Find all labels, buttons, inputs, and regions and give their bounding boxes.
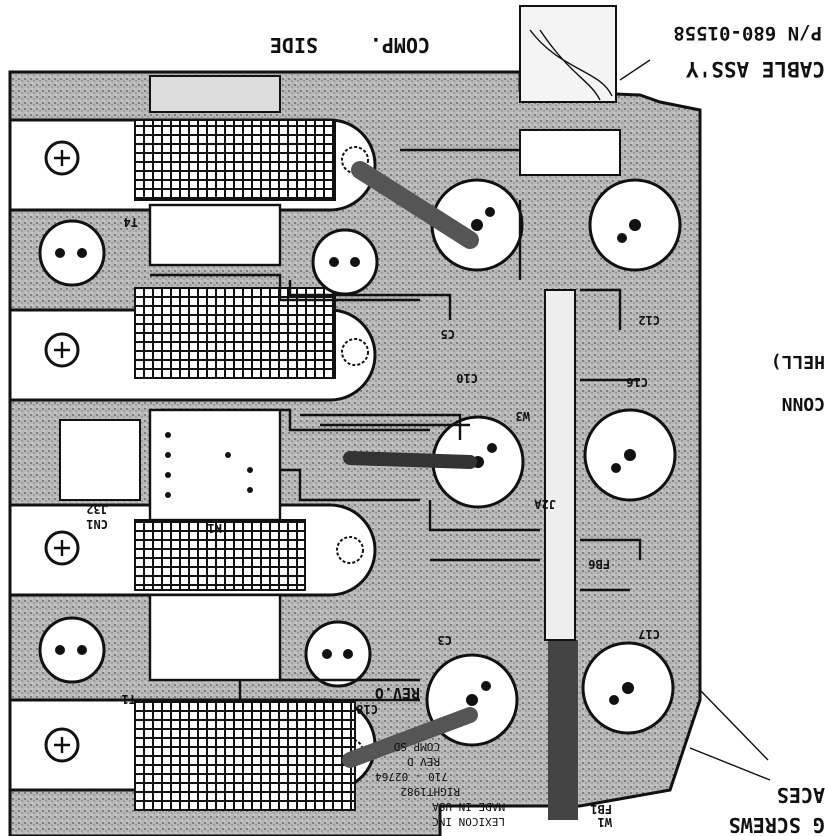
t1-label: T1 — [122, 692, 136, 706]
screws-label: G SCREWS — [729, 813, 825, 836]
comp-label: COMP. — [370, 33, 430, 57]
rev-code-mark: REV D — [407, 755, 440, 768]
header-labels: COMP. SIDE CABLE ASS'Y P/N 680-01558 — [270, 22, 825, 81]
copyright-mark: RIGHT1982 — [400, 785, 460, 798]
right-callouts: HELL) CONN G SCREWS ACES — [729, 351, 825, 836]
j32-label: J32 — [86, 502, 108, 516]
c17-label: C17 — [638, 627, 660, 641]
traces-label: ACES — [777, 783, 825, 807]
lexicon-mark: LEXICON INC — [432, 815, 505, 828]
shell-label: HELL) — [771, 351, 825, 372]
screw-heads — [44, 140, 369, 766]
c10-label: C10 — [456, 371, 478, 385]
part-number-mark: 710 - 02764 — [375, 770, 448, 783]
c18-label: C18 — [356, 702, 378, 716]
t4-label: T4 — [124, 215, 138, 229]
fb1-label: FB1 — [590, 802, 612, 816]
made-in-mark: MADE IN USA — [432, 800, 505, 813]
c3-label: C3 — [438, 633, 452, 647]
component-blocks — [59, 129, 621, 682]
w3-label: W3 — [516, 409, 530, 423]
c12-label: C12 — [638, 313, 660, 327]
top-connector-block — [149, 75, 281, 113]
mounting-rods — [342, 161, 578, 820]
cn1-label: CN1 — [86, 517, 108, 531]
cable-label: CABLE ASS'Y — [686, 57, 825, 81]
conn-label: CONN — [782, 393, 825, 414]
c5-label: C5 — [441, 327, 455, 341]
fb6-label: FB6 — [588, 557, 610, 571]
c16-label: C16 — [626, 375, 648, 389]
k1-label: K1 — [208, 521, 222, 535]
side-label: SIDE — [270, 33, 318, 57]
heat-sinks — [134, 119, 356, 811]
electrolytic-caps — [38, 219, 379, 688]
board-silkscreen: REV.O LEXICON INC MADE IN USA RIGHT1982 … — [86, 215, 660, 829]
rev-label: REV.O — [375, 684, 420, 702]
w1-label: W1 — [598, 815, 612, 829]
j2a-label: J2A — [534, 497, 556, 511]
comp-side-mark: COMP SD — [394, 740, 440, 753]
ribbon-cable — [519, 5, 617, 103]
pn-label: P/N 680-01558 — [673, 22, 822, 44]
